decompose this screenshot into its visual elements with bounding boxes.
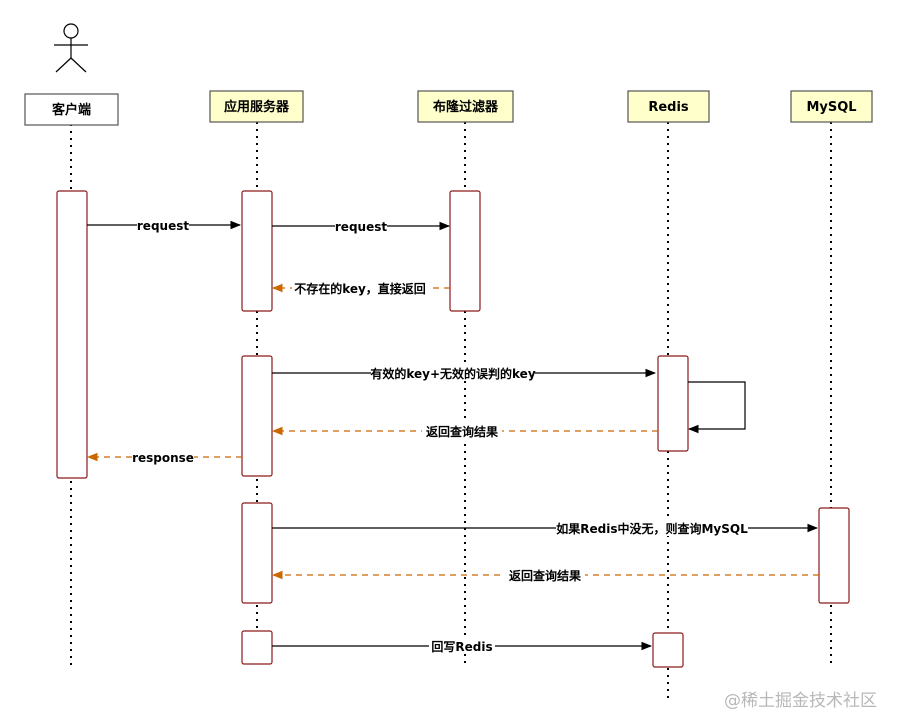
activation-redis-2[interactable] <box>652 632 684 668</box>
activation-redis-1[interactable] <box>657 355 689 452</box>
message-label-valid-key: 有效的key+无效的误判的key <box>370 366 535 381</box>
participant-bloom-filter[interactable]: 布隆过滤器 <box>417 90 514 123</box>
participant-label: Redis <box>648 100 689 115</box>
participant-label: 客户端 <box>52 102 91 118</box>
participant-label: 布隆过滤器 <box>433 99 499 115</box>
participant-redis[interactable]: Redis <box>627 90 710 123</box>
activation-client[interactable] <box>56 190 88 479</box>
activation-mysql[interactable] <box>818 507 850 604</box>
message-label-query-mysql: 如果Redis中没无，则查询MySQL <box>556 521 748 536</box>
message-label-not-exist: 不存在的key，直接返回 <box>294 281 426 296</box>
participant-label: 应用服务器 <box>224 99 290 115</box>
activation-bloom[interactable] <box>449 190 481 312</box>
message-label-response: response <box>132 451 194 465</box>
participant-mysql[interactable]: MySQL <box>790 90 873 123</box>
message-label-redis-result: 返回查询结果 <box>426 424 498 439</box>
message-label-write-back: 回写Redis <box>431 640 492 654</box>
activation-app-2[interactable] <box>241 355 273 477</box>
message-label-mysql-result: 返回查询结果 <box>509 568 581 583</box>
activation-app-3[interactable] <box>241 502 273 604</box>
actor-stick-figure-icon <box>54 23 88 73</box>
watermark: @稀土掘金技术社区 <box>724 691 877 711</box>
participant-app[interactable]: 应用服务器 <box>209 90 304 123</box>
activation-app-4[interactable] <box>241 630 273 665</box>
participant-client[interactable]: 客户端 <box>24 93 119 126</box>
message-label-request-2: request <box>335 220 387 234</box>
participant-label: MySQL <box>806 100 856 115</box>
activation-app-1[interactable] <box>241 190 273 312</box>
message-label-request-1: request <box>137 219 189 233</box>
self-call-arrow <box>687 381 746 434</box>
